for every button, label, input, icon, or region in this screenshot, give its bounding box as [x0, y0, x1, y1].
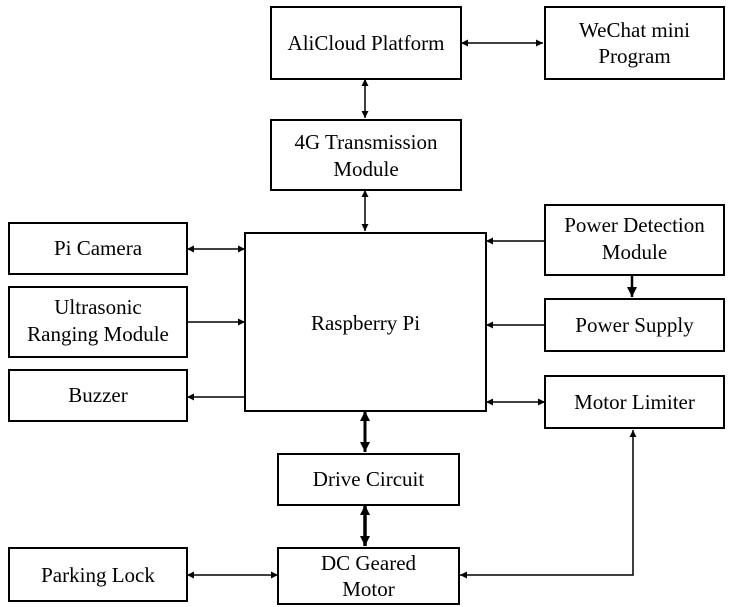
- svg-text:Program: Program: [598, 44, 670, 68]
- svg-text:DC Geared: DC Geared: [321, 551, 417, 575]
- block-alicloud: AliCloud Platform: [270, 6, 462, 80]
- block-camera: Pi Camera: [8, 222, 188, 275]
- block-wechat-line-1: WeChat mini: [579, 18, 690, 42]
- block-parking-lock-line-1: Parking Lock: [41, 563, 155, 587]
- block-ultrasonic-line-2: Ranging Module: [27, 322, 169, 346]
- svg-text:Parking Lock: Parking Lock: [41, 563, 155, 587]
- svg-text:WeChat mini: WeChat mini: [579, 18, 690, 42]
- block-alicloud-line-1: AliCloud Platform: [288, 31, 445, 55]
- svg-text:4G Transmission: 4G Transmission: [295, 130, 438, 154]
- svg-text:Drive Circuit: Drive Circuit: [313, 467, 425, 491]
- block-drive-circuit: Drive Circuit: [277, 453, 460, 506]
- svg-text:Module: Module: [333, 157, 398, 181]
- svg-text:AliCloud Platform: AliCloud Platform: [288, 31, 445, 55]
- block-wechat: WeChat mini Program: [544, 6, 725, 80]
- svg-text:Ultrasonic: Ultrasonic: [54, 295, 141, 319]
- block-power-detection-line-1: Power Detection: [564, 213, 705, 237]
- block-buzzer: Buzzer: [8, 369, 188, 422]
- block-transmission-line-2: Module: [333, 157, 398, 181]
- svg-text:Raspberry Pi: Raspberry Pi: [311, 311, 420, 335]
- block-parking-lock: Parking Lock: [8, 547, 188, 602]
- block-transmission: 4G Transmission Module: [270, 119, 462, 191]
- block-power-supply: Power Supply: [544, 298, 725, 352]
- block-camera-line-1: Pi Camera: [54, 236, 143, 260]
- arrow-motor-motorlimiter: [460, 430, 637, 579]
- block-dc-motor-line-1: DC Geared: [321, 551, 417, 575]
- block-drive-circuit-line-1: Drive Circuit: [313, 467, 425, 491]
- block-wechat-line-2: Program: [598, 44, 670, 68]
- block-power-detection: Power Detection Module: [544, 204, 725, 276]
- block-raspberry: Raspberry Pi: [244, 232, 487, 412]
- svg-text:Ranging Module: Ranging Module: [27, 322, 169, 346]
- block-ultrasonic-line-1: Ultrasonic: [54, 295, 141, 319]
- svg-text:Motor: Motor: [342, 577, 395, 601]
- block-motor-limiter: Motor Limiter: [544, 375, 725, 429]
- block-transmission-line-1: 4G Transmission: [295, 130, 438, 154]
- connectors: [187, 39, 637, 579]
- block-power-supply-line-1: Power Supply: [575, 313, 694, 337]
- svg-text:Power Detection: Power Detection: [564, 213, 705, 237]
- svg-text:Power Supply: Power Supply: [575, 313, 694, 337]
- svg-text:Buzzer: Buzzer: [68, 383, 127, 407]
- block-power-detection-line-2: Module: [602, 240, 667, 264]
- block-raspberry-line-1: Raspberry Pi: [311, 311, 420, 335]
- block-ultrasonic: Ultrasonic Ranging Module: [8, 286, 188, 358]
- block-buzzer-line-1: Buzzer: [68, 383, 127, 407]
- block-dc-motor-line-2: Motor: [342, 577, 395, 601]
- block-motor-limiter-line-1: Motor Limiter: [574, 390, 695, 414]
- svg-text:Motor Limiter: Motor Limiter: [574, 390, 695, 414]
- block-dc-motor: DC Geared Motor: [277, 547, 460, 605]
- svg-text:Module: Module: [602, 240, 667, 264]
- svg-text:Pi Camera: Pi Camera: [54, 236, 143, 260]
